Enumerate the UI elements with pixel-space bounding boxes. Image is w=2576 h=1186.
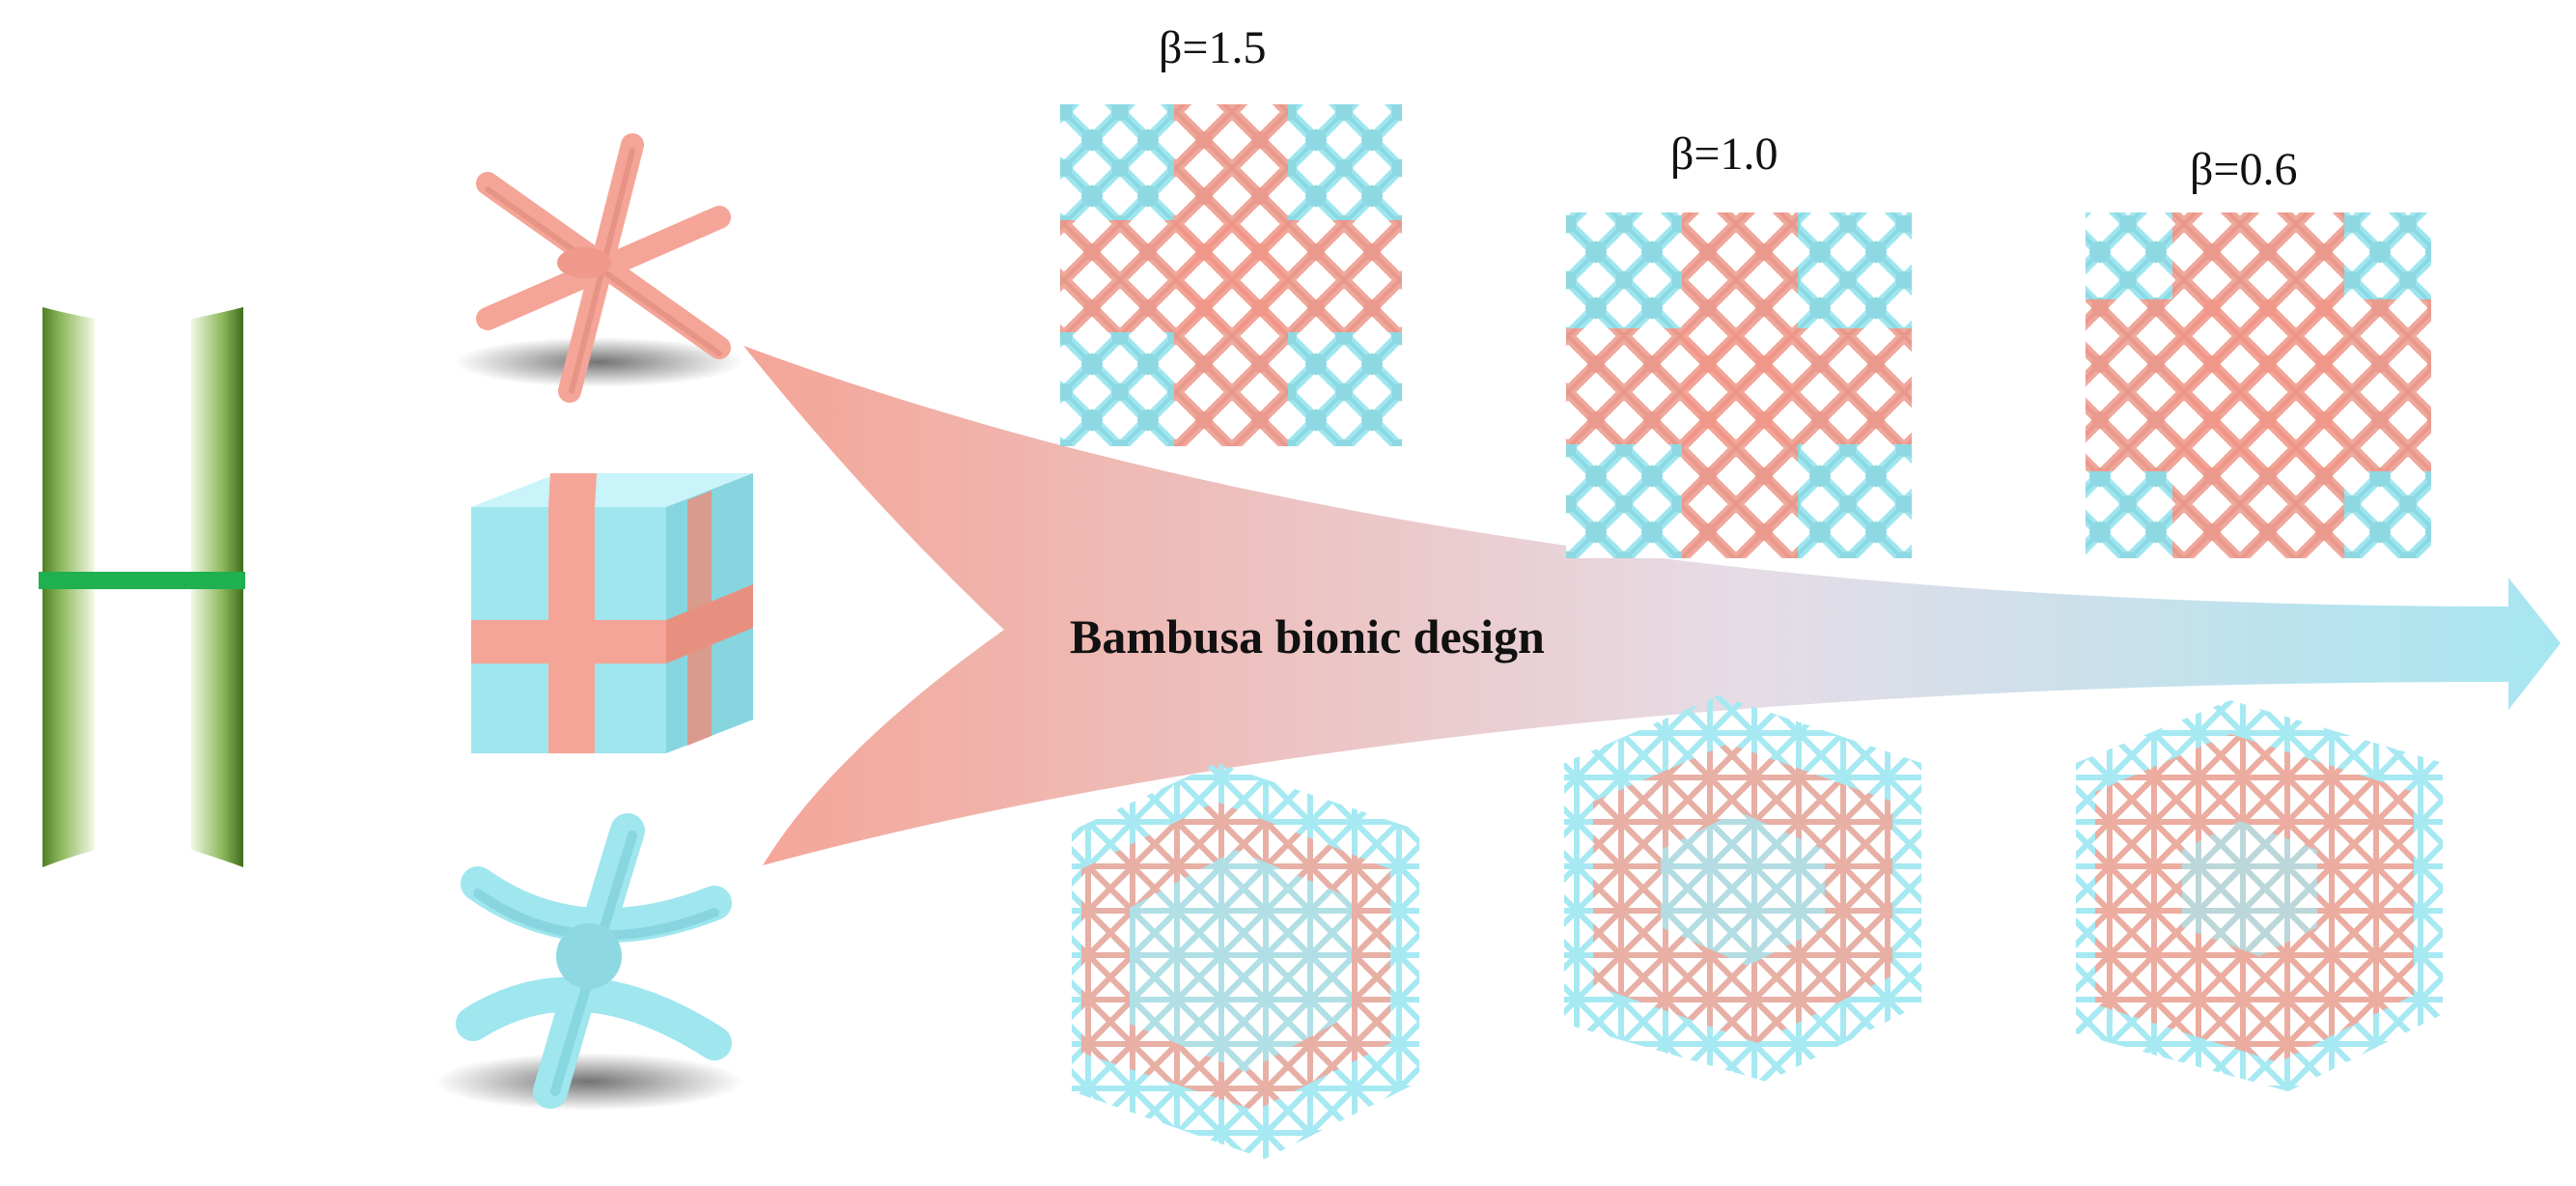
lattice-3d-beta-1-0 [1564,695,1921,1082]
bamboo-node-line [39,572,245,589]
beta-label-0-6: β=0.6 [2190,144,2298,195]
lattice-2d-beta-1-5 [1060,104,1402,446]
bamboo-culm-icon [39,307,245,867]
lattice-2d-beta-1-0 [1566,212,1912,558]
beta-label-1-0: β=1.0 [1670,128,1778,180]
gradient-cube-icon [471,473,753,753]
lattice-3d-beta-0-6 [2076,700,2443,1091]
lattice-3d-beta-1-5 [1072,763,1419,1159]
lattice-2d-beta-0-6 [2086,212,2431,558]
arrow-label: Bambusa bionic design [1070,609,1545,664]
design-flow-arrow [743,346,2561,865]
curved-lattice-unit-icon [434,813,743,1111]
beta-label-1-5: β=1.5 [1159,22,1267,73]
rod-lattice-unit-icon [454,133,743,403]
